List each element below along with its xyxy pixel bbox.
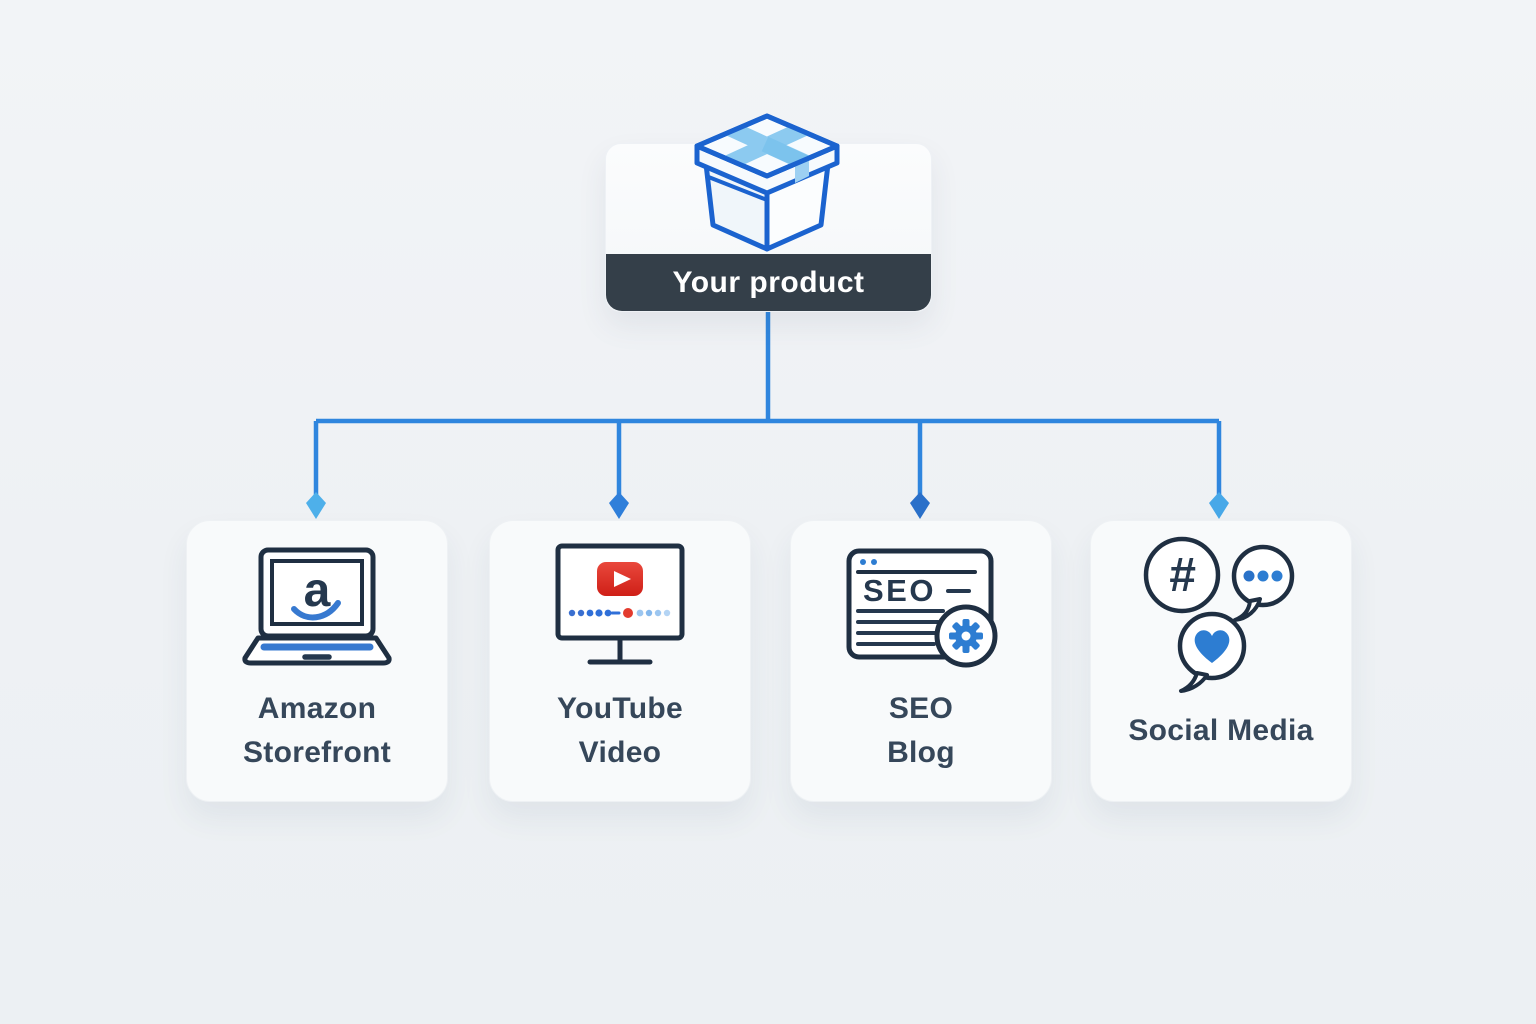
amazon-smile-swoosh bbox=[291, 600, 341, 621]
progress-dots bbox=[568, 608, 671, 618]
monitor-youtube-icon bbox=[555, 543, 685, 665]
bubble-tail bbox=[1179, 671, 1209, 693]
hashtag-icon: # bbox=[1169, 549, 1196, 602]
card-label-social-media: Social Media bbox=[1128, 714, 1314, 747]
product-node-label: Your product bbox=[606, 254, 931, 311]
arrowhead-icon bbox=[306, 492, 326, 519]
social-bubbles-icon: # bbox=[1143, 536, 1295, 693]
text-lines bbox=[856, 609, 945, 646]
arrowhead-icon bbox=[609, 492, 629, 519]
bubble-tail bbox=[1233, 597, 1262, 622]
gear-icon bbox=[949, 619, 983, 653]
package-box-icon bbox=[694, 113, 840, 252]
card-youtube-video: YouTube Video bbox=[489, 520, 751, 802]
seo-browser-icon: SEO bbox=[846, 548, 998, 668]
amazon-letter: a bbox=[304, 564, 331, 617]
arrowhead-icon bbox=[1209, 492, 1229, 519]
card-label-seo-blog: SEO Blog bbox=[887, 692, 955, 769]
arrowhead-icon bbox=[910, 492, 930, 519]
card-amazon-storefront: a Amazon Storefront bbox=[186, 520, 448, 802]
seo-text: SEO bbox=[863, 573, 936, 608]
card-label-youtube-video: YouTube Video bbox=[557, 692, 683, 769]
laptop-amazon-icon: a bbox=[242, 547, 392, 666]
card-social-media: # Social Media bbox=[1090, 520, 1352, 802]
heart-icon bbox=[1194, 630, 1230, 663]
card-label-amazon-storefront: Amazon Storefront bbox=[243, 692, 391, 769]
card-seo-blog: SEO bbox=[790, 520, 1052, 802]
